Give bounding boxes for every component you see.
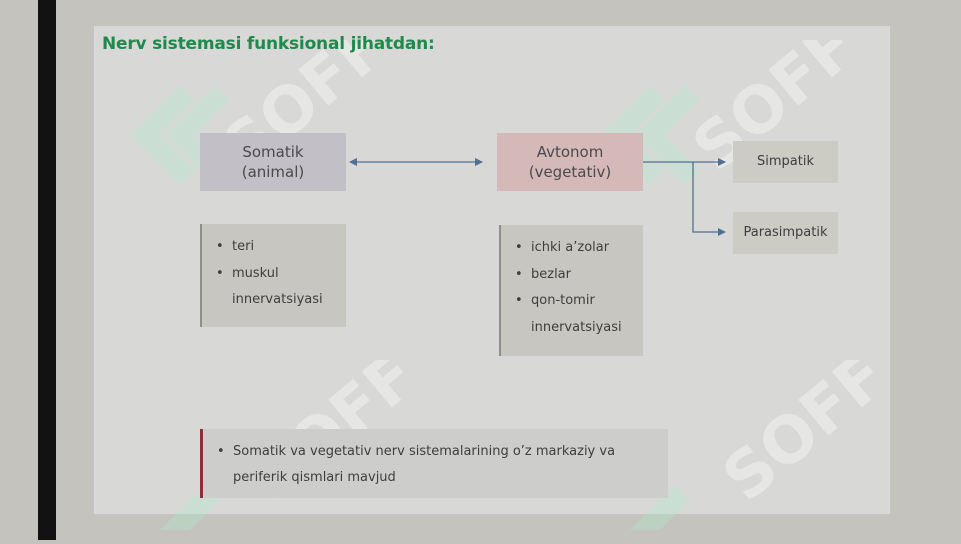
left-dark-bar <box>38 0 56 540</box>
list-item: teri <box>210 234 338 261</box>
autonomic-node: Avtonom (vegetativ) <box>497 133 643 191</box>
note-text: Somatik va vegetativ nerv sistemalarinin… <box>211 439 658 491</box>
note-box: Somatik va vegetativ nerv sistemalarinin… <box>200 429 668 498</box>
list-item: ichki a’zolar <box>509 235 635 262</box>
list-item: qon-tomir innervatsiyasi <box>509 288 635 341</box>
somatic-node: Somatik (animal) <box>200 133 346 191</box>
list-item: bezlar <box>509 262 635 289</box>
simpatik-node: Simpatik <box>733 141 838 183</box>
list-item: muskul innervatsiyasi <box>210 261 338 314</box>
arrow-to-parasimpatik <box>692 162 726 236</box>
page-title: Nerv sistemasi funksional jihatdan: <box>102 34 435 54</box>
somatic-list-box: teri muskul innervatsiyasi <box>200 224 346 327</box>
autonomic-list-box: ichki a’zolar bezlar qon-tomir innervats… <box>499 225 643 356</box>
parasimpatik-node: Parasimpatik <box>733 212 838 254</box>
